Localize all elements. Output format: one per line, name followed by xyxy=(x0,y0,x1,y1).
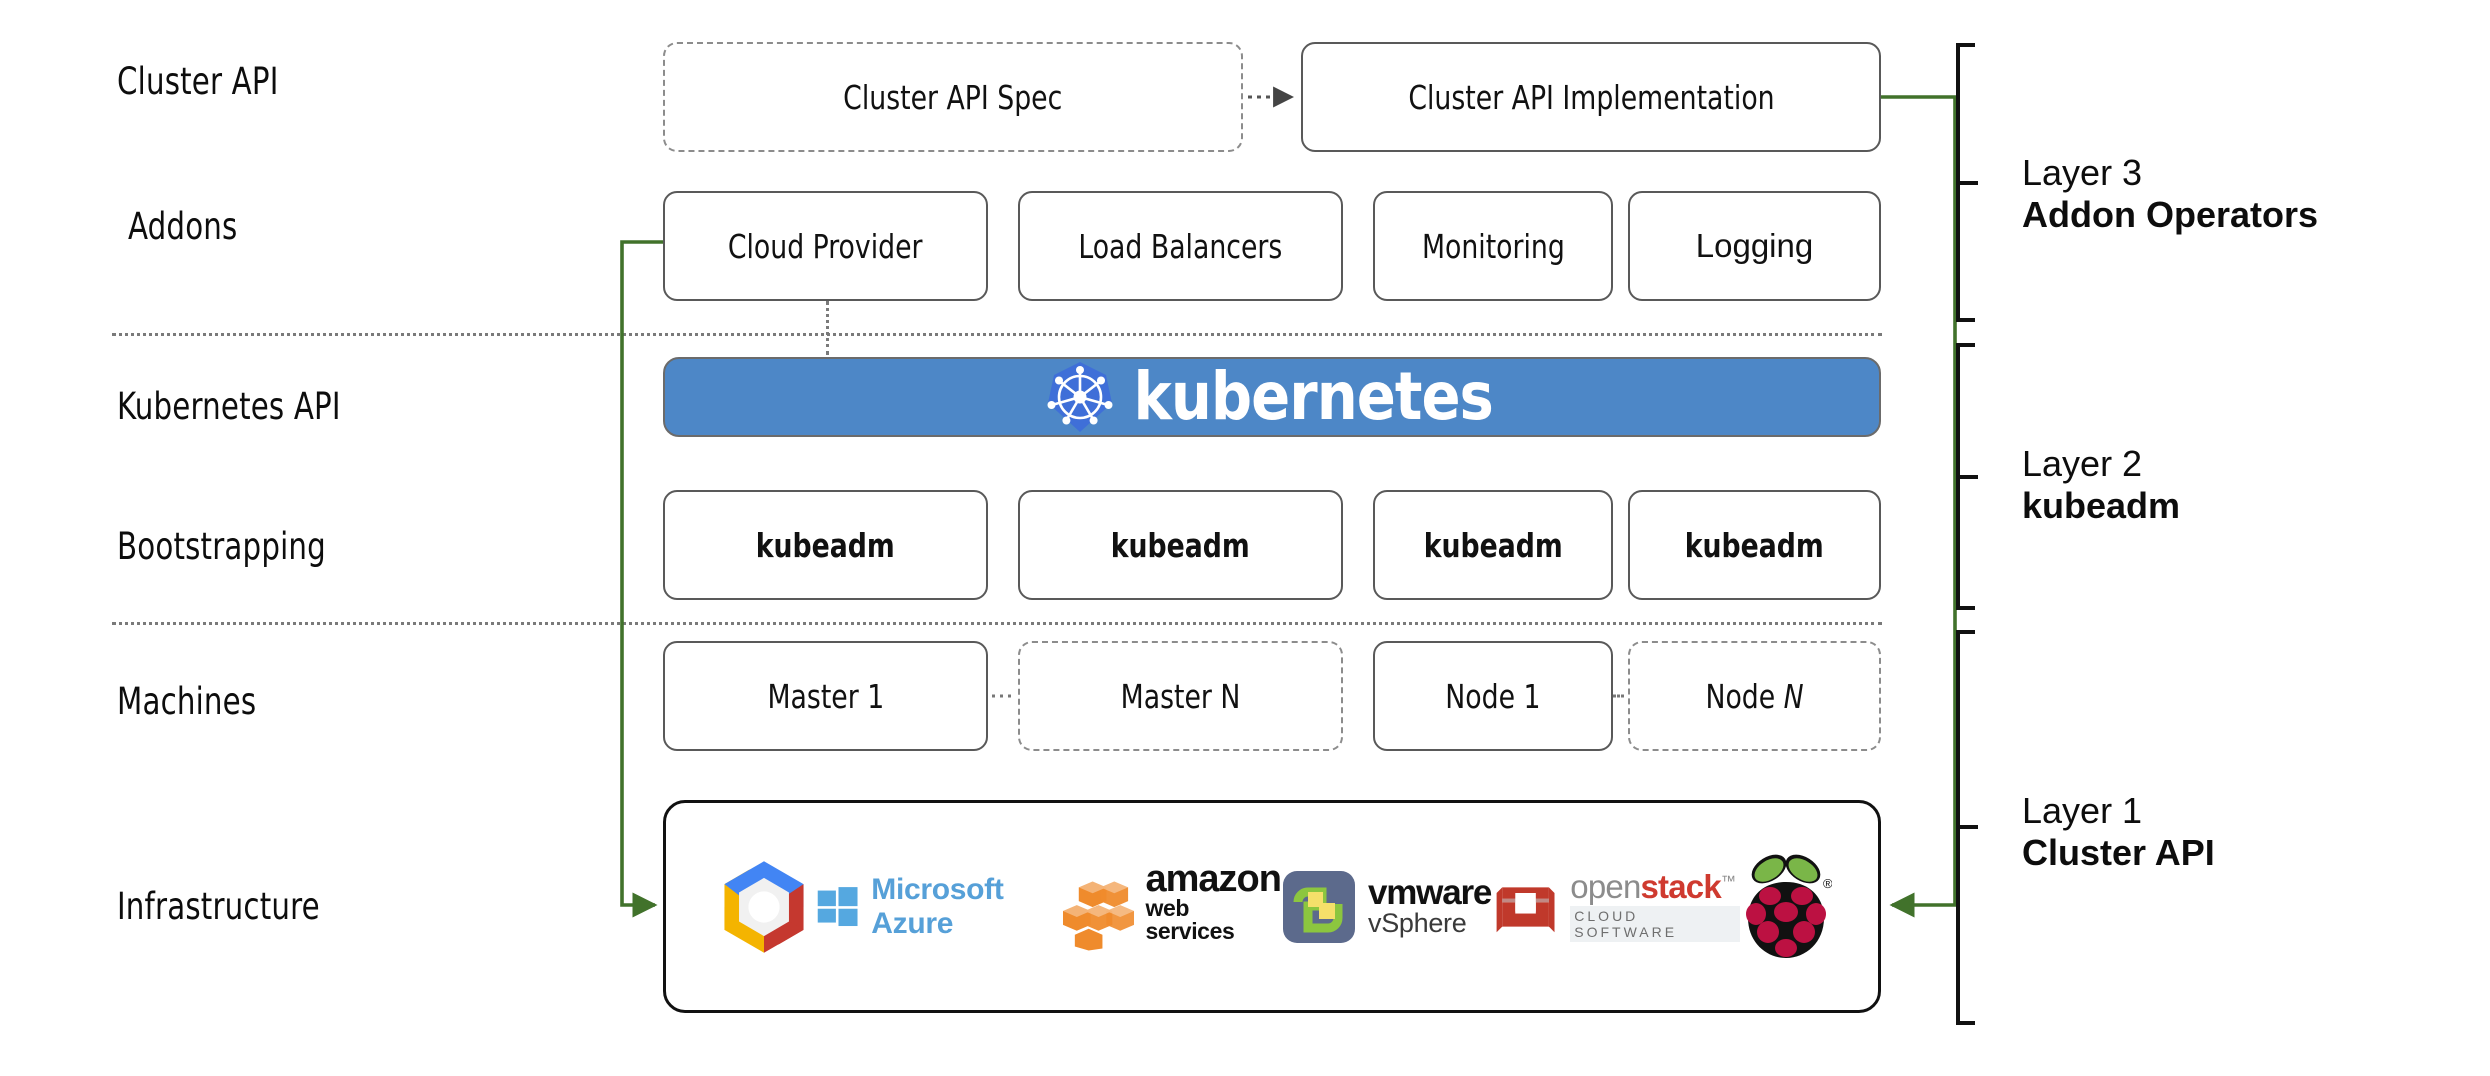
separator-layer2-layer1 xyxy=(112,622,1882,625)
box-label: Cloud Provider xyxy=(728,226,923,266)
box-master-n[interactable]: Master N xyxy=(1018,641,1343,751)
green-flow-left xyxy=(620,240,663,918)
layer-2-subtitle: kubeadm xyxy=(2022,484,2181,526)
connector-cloudprovider-kubernetes xyxy=(826,301,829,355)
bracket-layer-1 xyxy=(1956,630,1978,1025)
box-label: Master N xyxy=(1120,676,1241,716)
box-label: Master 1 xyxy=(767,676,884,716)
box-kubeadm-3[interactable]: kubeadm xyxy=(1373,490,1613,600)
layer-1-subtitle: Cluster API xyxy=(2022,831,2215,873)
box-monitoring[interactable]: Monitoring xyxy=(1373,191,1613,301)
layer-caption-1: Layer 1 Cluster API xyxy=(2022,790,2215,874)
layer-caption-3: Layer 3 Addon Operators xyxy=(2022,152,2318,236)
vsphere-label: vSphere xyxy=(1368,907,1467,938)
row-label-cluster-api: Cluster API xyxy=(117,60,279,103)
svg-text:®: ® xyxy=(1823,876,1832,891)
box-label: Logging xyxy=(1695,227,1814,264)
separator-layer3-layer2 xyxy=(112,333,1882,336)
raspberry-pi-logo-icon: ® xyxy=(1740,852,1832,962)
box-label: Node 1 xyxy=(1445,676,1541,716)
row-label-machines: Machines xyxy=(117,680,257,723)
bracket-layer-3 xyxy=(1956,43,1978,322)
aws-label-web-services: web services xyxy=(1145,894,1235,944)
box-node-1[interactable]: Node 1 xyxy=(1373,641,1613,751)
kubernetes-banner[interactable]: kubernetes xyxy=(663,357,1881,437)
box-cloud-provider[interactable]: Cloud Provider xyxy=(663,191,988,301)
box-label: kubeadm xyxy=(1684,525,1825,565)
amazon-web-services-logo-icon: amazon web services xyxy=(1062,858,1282,951)
row-label-bootstrapping: Bootstrapping xyxy=(117,525,326,568)
box-label: Monitoring xyxy=(1421,226,1565,266)
google-cloud-platform-logo-icon xyxy=(712,855,816,959)
aws-label-amazon: amazon xyxy=(1145,858,1281,901)
microsoft-azure-logo-icon: Microsoft Azure xyxy=(816,873,1063,941)
infrastructure-panel[interactable]: Microsoft Azure xyxy=(663,800,1881,1013)
box-label: Cluster API Implementation xyxy=(1407,77,1775,117)
box-label: kubeadm xyxy=(755,525,896,565)
box-kubeadm-1[interactable]: kubeadm xyxy=(663,490,988,600)
layer-caption-2: Layer 2 kubeadm xyxy=(2022,443,2180,527)
openstack-logo-icon: openstack™ CLOUD SOFTWARE xyxy=(1491,867,1740,943)
box-cluster-api-spec[interactable]: Cluster API Spec xyxy=(663,42,1243,152)
vmware-vsphere-logo-icon: vmware vSphere xyxy=(1282,870,1492,944)
microsoft-azure-label: Microsoft Azure xyxy=(871,872,1004,940)
box-cluster-api-implementation[interactable]: Cluster API Implementation xyxy=(1301,42,1881,152)
row-label-kubernetes-api: Kubernetes API xyxy=(117,385,341,428)
box-label: kubeadm xyxy=(1423,525,1563,565)
layer-3-subtitle: Addon Operators xyxy=(2022,193,2319,235)
box-load-balancers[interactable]: Load Balancers xyxy=(1018,191,1343,301)
green-flow-right xyxy=(1881,95,1957,918)
bracket-layer-2 xyxy=(1956,343,1978,610)
kubernetes-wordmark: kubernetes xyxy=(1133,358,1493,435)
box-label: kubeadm xyxy=(1110,525,1251,565)
box-logging[interactable]: Logging xyxy=(1628,191,1881,301)
box-node-n[interactable]: Node N xyxy=(1628,641,1881,751)
kubernetes-logo-icon xyxy=(1046,361,1114,433)
openstack-tagline: CLOUD SOFTWARE xyxy=(1570,906,1740,943)
row-label-infrastructure: Infrastructure xyxy=(117,885,320,928)
box-label: Node N xyxy=(1705,676,1804,716)
row-label-addons: Addons xyxy=(128,205,238,248)
box-label: Cluster API Spec xyxy=(843,77,1063,117)
layer-1-title: Layer 1 xyxy=(2022,790,2143,831)
openstack-label: openstack™ xyxy=(1570,867,1736,905)
box-label: Load Balancers xyxy=(1078,226,1283,266)
box-kubeadm-2[interactable]: kubeadm xyxy=(1018,490,1343,600)
layer-3-title: Layer 3 xyxy=(2022,152,2143,193)
layer-2-title: Layer 2 xyxy=(2022,443,2143,484)
box-master-1[interactable]: Master 1 xyxy=(663,641,988,751)
vmware-label: vmware xyxy=(1368,873,1492,913)
box-kubeadm-4[interactable]: kubeadm xyxy=(1628,490,1881,600)
